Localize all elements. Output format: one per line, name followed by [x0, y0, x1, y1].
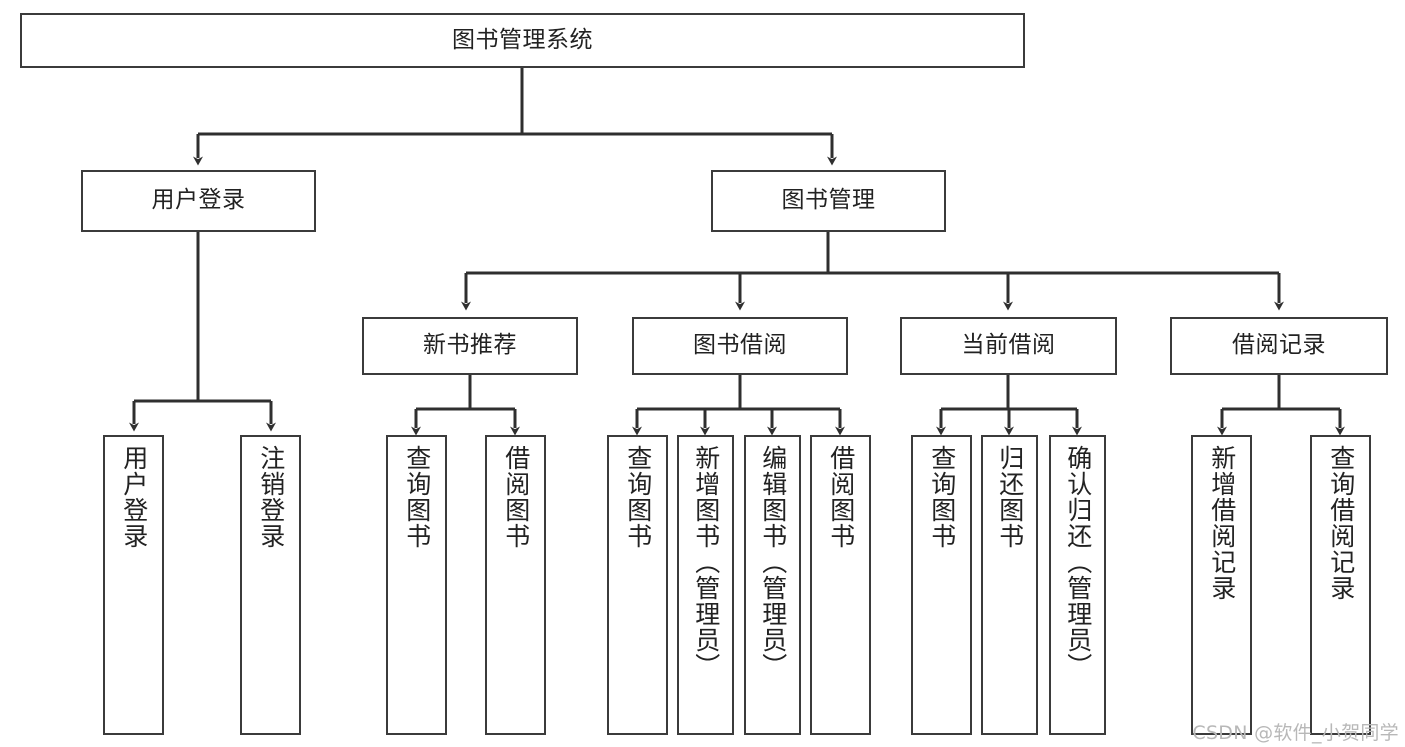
leaf-logout[interactable]: 注销登录 — [240, 435, 301, 735]
node-label: 当前借阅 — [961, 332, 1056, 359]
node-root-book-management-system[interactable]: 图书管理系统 — [20, 13, 1025, 68]
leaf-return-book[interactable]: 归还图书 — [981, 435, 1038, 735]
leaf-query-borrow-record[interactable]: 查询借阅记录 — [1310, 435, 1371, 735]
leaf-label: 借阅图书 — [826, 445, 856, 549]
leaf-label: 新增图书（管理员） — [691, 445, 721, 679]
node-label: 图书管理系统 — [452, 26, 593, 53]
node-label: 图书借阅 — [693, 332, 787, 359]
node-label: 借阅记录 — [1232, 332, 1326, 359]
leaf-borrow-book[interactable]: 借阅图书 — [810, 435, 871, 735]
node-label: 图书管理 — [781, 187, 876, 214]
leaf-label: 新增借阅记录 — [1207, 445, 1237, 601]
node-book-borrow[interactable]: 图书借阅 — [632, 317, 848, 375]
leaf-label: 编辑图书（管理员） — [758, 445, 788, 679]
node-borrow-record[interactable]: 借阅记录 — [1170, 317, 1388, 375]
leaf-add-book-admin[interactable]: 新增图书（管理员） — [677, 435, 734, 735]
leaf-label: 归还图书 — [995, 445, 1025, 549]
node-book-management[interactable]: 图书管理 — [711, 170, 946, 232]
leaf-label: 查询借阅记录 — [1326, 445, 1356, 601]
leaf-user-login[interactable]: 用户登录 — [103, 435, 164, 735]
node-current-borrow[interactable]: 当前借阅 — [900, 317, 1117, 375]
leaf-query-book-recommend[interactable]: 查询图书 — [386, 435, 447, 735]
node-user-login[interactable]: 用户登录 — [81, 170, 316, 232]
leaf-label: 查询图书 — [402, 445, 432, 549]
leaf-label: 注销登录 — [256, 445, 286, 549]
leaf-add-borrow-record[interactable]: 新增借阅记录 — [1191, 435, 1252, 735]
leaf-label: 确认归还（管理员） — [1063, 445, 1093, 679]
leaf-query-book-current[interactable]: 查询图书 — [911, 435, 972, 735]
node-label: 新书推荐 — [423, 332, 517, 359]
leaf-query-book-borrow[interactable]: 查询图书 — [607, 435, 668, 735]
leaf-label: 借阅图书 — [501, 445, 531, 549]
leaf-borrow-book-recommend[interactable]: 借阅图书 — [485, 435, 546, 735]
node-label: 用户登录 — [151, 187, 246, 214]
leaf-label: 查询图书 — [623, 445, 653, 549]
node-new-book-recommend[interactable]: 新书推荐 — [362, 317, 578, 375]
leaf-label: 查询图书 — [927, 445, 957, 549]
leaf-edit-book-admin[interactable]: 编辑图书（管理员） — [744, 435, 801, 735]
leaf-label: 用户登录 — [119, 445, 149, 549]
leaf-confirm-return-admin[interactable]: 确认归还（管理员） — [1049, 435, 1106, 735]
watermark: CSDN @软件_小贺同学 — [1192, 722, 1399, 744]
